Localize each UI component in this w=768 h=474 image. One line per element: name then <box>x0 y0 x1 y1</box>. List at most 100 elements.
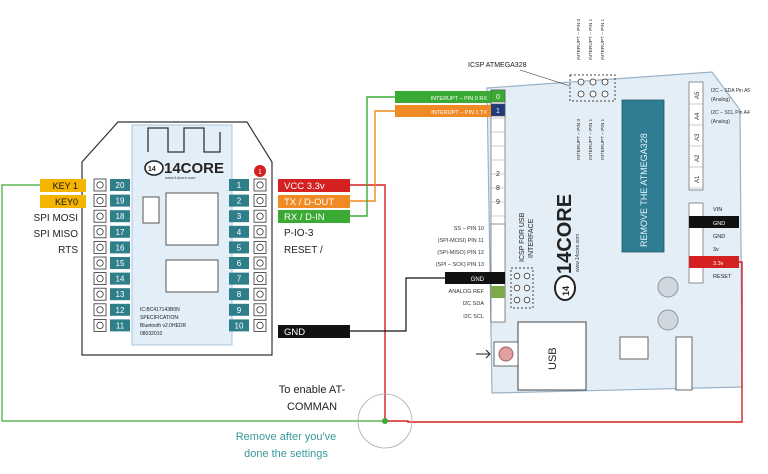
module-right-hole-4 <box>256 228 264 236</box>
pin-0-label: 0 <box>496 94 500 101</box>
module-right-pin-6: 6 <box>237 259 242 268</box>
module-left-pin-16: 16 <box>116 243 125 252</box>
module-right-pin-10: 10 <box>235 321 244 330</box>
spi-mosi-label: SPI MOSI <box>34 213 78 224</box>
module-left-pin-15: 15 <box>116 259 125 268</box>
icsp-usb-pin <box>513 284 521 292</box>
module-left-hole-12 <box>96 306 104 314</box>
module-left-pad-20 <box>93 178 107 192</box>
arduino-gnd-label: GND <box>471 277 485 283</box>
module-left-pad-16 <box>93 240 107 254</box>
module-left-hole-19 <box>96 197 104 205</box>
module-left-pad-14 <box>93 272 107 286</box>
module-left-pin-18: 18 <box>116 212 125 221</box>
icsp-atmega-pin <box>601 90 609 98</box>
icsp-usb-pin <box>523 272 531 280</box>
module-right-pin-2: 2 <box>237 197 242 206</box>
wires <box>1 96 743 449</box>
key0-tag <box>40 195 86 208</box>
module-left-num-bg-20 <box>110 179 130 191</box>
spi-miso-label: SPI MISO <box>34 229 79 240</box>
pio3-label: P-IO-3 <box>284 228 314 239</box>
module-left-pin-11: 11 <box>116 321 125 330</box>
top-pin-label-1: INTERUPT – PIN 1 <box>588 18 594 60</box>
module-right-num-bg-6 <box>229 257 249 269</box>
int-pin0-tag <box>395 91 491 103</box>
remove-note-1: Remove after you've <box>236 431 337 443</box>
arduino-reset-label: RESET <box>713 274 732 280</box>
module-right-pad-6 <box>253 256 267 270</box>
module-left-num-bg-13 <box>110 288 130 301</box>
icsp-atmega-pin <box>589 78 597 86</box>
module-left-hole-15 <box>96 259 104 267</box>
module-left-num-bg-17 <box>110 225 130 238</box>
sck-label: (SPI – SCK) PIN 13 <box>436 262 484 268</box>
top-pin-label-2: INTERUPT – PIN 1 <box>600 18 606 60</box>
spec-line-2: Bluetooth v2.0HEDR <box>140 323 187 329</box>
icsp-atmega-pin <box>601 78 609 86</box>
analog-pin-A3: A3 <box>695 133 701 141</box>
module-left-num-bg-19 <box>110 194 130 207</box>
vin-label: VIN <box>713 207 722 213</box>
module-chip-main <box>165 192 219 246</box>
remove-note-2: done the settings <box>244 448 328 460</box>
pin1-marker-label: 1 <box>258 169 262 176</box>
module-right-pin-3: 3 <box>237 212 242 221</box>
module-left-num-bg-14 <box>110 272 130 285</box>
reset-arrow-icon <box>476 349 491 359</box>
icsp-usb-header <box>510 267 534 309</box>
module-right-hole-6 <box>256 259 264 267</box>
module-left-pad-15 <box>93 256 107 270</box>
module-left-num-bg-15 <box>110 257 130 269</box>
analog-ref-pin <box>491 286 505 298</box>
capacitor-1 <box>657 276 679 298</box>
analog-header <box>688 81 704 191</box>
module-right-pad-5 <box>253 240 267 254</box>
module-right-hole-1 <box>256 181 264 189</box>
icsp-usb-pin <box>513 296 521 304</box>
module-right-num-bg-8 <box>229 288 249 301</box>
i2c-scl-label: I2C SCL <box>463 314 484 320</box>
module-right-num-bg-2 <box>229 194 249 207</box>
arduino-brand-url: www.14core.com <box>575 234 581 272</box>
icsp-usb-label-2: INTERFACE <box>528 218 535 258</box>
capacitor-2 <box>657 309 679 331</box>
module-right-hole-9 <box>256 306 264 314</box>
vcc-label: VCC 3.3v <box>284 181 325 192</box>
module-left-pad-13 <box>93 287 107 301</box>
module-right-pad-8 <box>253 287 267 301</box>
tx-label: TX / D-OUT <box>284 197 334 208</box>
gnd-label: GND <box>284 327 305 338</box>
module-left-pin-19: 19 <box>116 197 125 206</box>
icsp-atmega-pin <box>577 90 585 98</box>
module-right-num-bg-4 <box>229 225 249 238</box>
module-right-num-bg-5 <box>229 241 249 254</box>
jumper-junction <box>382 418 388 424</box>
reset-button <box>498 346 514 362</box>
module-right-pad-9 <box>253 303 267 317</box>
mid-pin-label-1: INTERUPT – PIN 1 <box>588 118 594 160</box>
sda-a5-sub: (Analog) <box>711 97 730 103</box>
key1-label: KEY 1 <box>53 181 78 191</box>
scl-a4-sub: (Analog) <box>711 119 730 125</box>
wire-tx <box>350 110 395 202</box>
module-left-num-bg-18 <box>110 210 130 223</box>
icsp-usb-pin <box>523 296 531 304</box>
atmega-chip <box>621 99 665 253</box>
int-pin1-label: INTERUPT – PIN 1 TX <box>431 110 487 116</box>
module-right-pin-9: 9 <box>237 306 242 315</box>
module-brand-url: www.14core.com <box>165 175 196 180</box>
tx-tag <box>278 195 350 208</box>
analog-pin-A2: A2 <box>695 154 701 162</box>
arduino-board: 0 1 2 8 9 SS – PIN 10 (SPI-MOSI) PIN 11 … <box>436 18 750 394</box>
gnd-r-label: GND <box>713 221 725 227</box>
module-left-hole-11 <box>96 321 104 329</box>
module-right-num-bg-10 <box>229 319 249 332</box>
antenna-trace <box>147 127 221 153</box>
module-right-pad-1 <box>253 178 267 192</box>
at-command-note-1: To enable AT- <box>279 384 346 396</box>
module-chip-flash <box>165 259 219 293</box>
rx-label: RX / D-IN <box>284 212 325 223</box>
int-pin1-tag <box>395 105 491 117</box>
